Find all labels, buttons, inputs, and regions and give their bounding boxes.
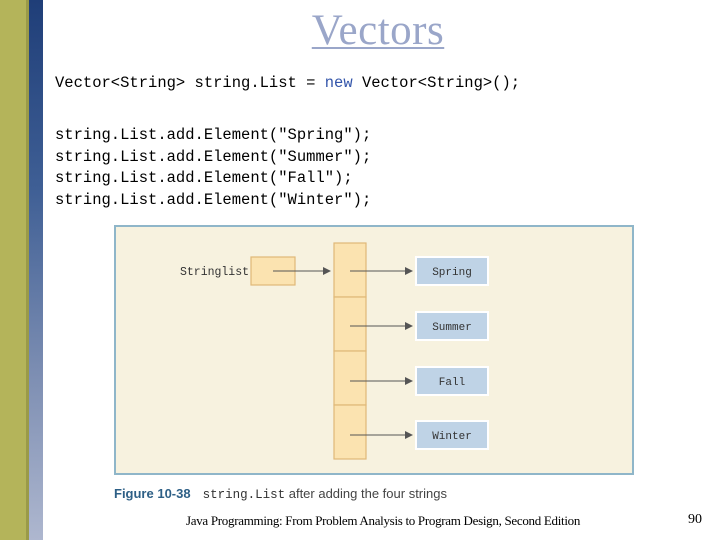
code-decl-suffix: Vector<String>(); (352, 74, 521, 92)
vector-diagram-svg: Stringlist Spring Summer Fall Winter (180, 242, 489, 460)
element-label: Winter (432, 431, 472, 443)
element-label: Fall (439, 377, 465, 389)
code-line: string.List.add.Element("Summer"); (55, 147, 372, 166)
sidebar-stripe (0, 0, 26, 540)
element-box-spring (415, 256, 489, 286)
vector-cell (333, 350, 367, 406)
code-add-elements: string.List.add.Element("Spring"); string… (55, 125, 371, 211)
element-box-fall (415, 366, 489, 396)
code-line: string.List.add.Element("Fall"); (55, 169, 353, 187)
page-number: 90 (688, 512, 702, 527)
code-declaration: Vector<String> string.List = new Vector<… (55, 73, 520, 95)
vector-cell (333, 404, 367, 460)
vector-diagram: Stringlist Spring Summer Fall Winter (114, 225, 634, 475)
element-box-summer (415, 311, 489, 341)
slide-title: Vectors (311, 7, 445, 54)
vector-cell (333, 296, 367, 352)
code-keyword-new: new (324, 74, 353, 92)
element-label: Spring (432, 267, 472, 279)
code-line: string.List.add.Element("Spring"); (55, 126, 372, 144)
element-label: Summer (432, 322, 472, 334)
caption-code: string.List (202, 488, 286, 502)
figure-number: Figure 10-38 (114, 486, 191, 501)
variable-label: Stringlist (180, 266, 249, 279)
caption-text: after adding the four strings (285, 486, 447, 501)
footer-book-title: Java Programming: From Problem Analysis … (186, 513, 581, 528)
code-line: string.List.add.Element("Winter"); (55, 190, 372, 209)
element-box-winter (415, 420, 489, 450)
code-decl-prefix: Vector<String> string.List = (55, 74, 325, 92)
vector-cell (333, 242, 367, 298)
figure-caption: Figure 10-38 string.List after adding the… (114, 486, 447, 502)
sidebar-stripe-edge (26, 0, 29, 540)
